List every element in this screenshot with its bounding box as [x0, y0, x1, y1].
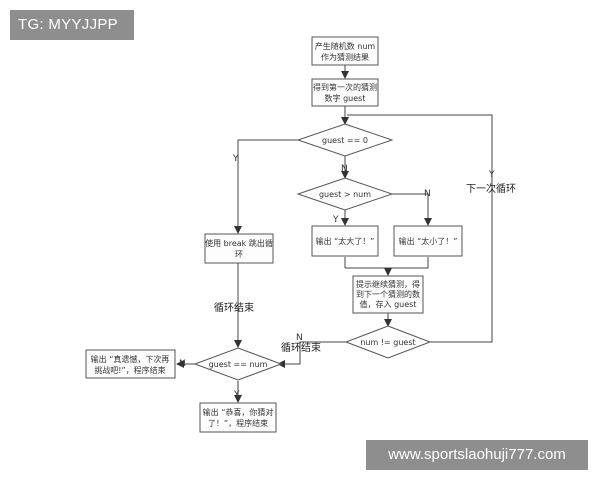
- start-node: [311, 36, 379, 66]
- exit-node: [85, 349, 176, 379]
- break-label-1: 使用 break 跳出循: [205, 238, 273, 248]
- greater-no-label: N: [424, 189, 431, 199]
- out-big-label: 输出 “太大了！”: [316, 236, 375, 246]
- prompt-label-2: 到下一个猜测的数: [356, 289, 420, 299]
- win-label-1: 输出 “恭喜，你猜对: [203, 407, 274, 417]
- node-labels: 产生随机数 num 作为猜测结果 得到第一次的猜测 数字 guest guest…: [91, 41, 458, 428]
- cond-ne-label: num != guest: [360, 338, 415, 347]
- prompt-label-1: 提示继续猜测，得: [356, 279, 420, 289]
- eq-no-label: N: [179, 359, 186, 369]
- zero-no-label: N: [341, 164, 348, 174]
- edge-greater-no: [391, 193, 432, 226]
- first-guess-node: [311, 78, 379, 107]
- out-small-label: 输出 “太小了！”: [399, 236, 458, 246]
- cond-greater-diamond: [296, 177, 394, 211]
- exit-label-1: 输出 “真遗憾，下次再: [91, 354, 170, 364]
- prompt-node: [352, 275, 424, 314]
- loop-end-right-label: 循环结束: [281, 341, 321, 354]
- win-node: [199, 402, 277, 433]
- cond-greater-label: guest > num: [319, 190, 371, 199]
- edge-small-merge: [345, 257, 429, 269]
- nodes: [85, 36, 463, 433]
- watermark: www.sportslaohuji777.com: [366, 440, 588, 470]
- out-small-node: [393, 225, 463, 257]
- eq-yes-label: Y: [233, 390, 240, 400]
- start-label-1: 产生随机数 num: [315, 41, 376, 51]
- cond-eq-diamond: [193, 347, 283, 381]
- out-big-node: [311, 225, 379, 257]
- connectors: [176, 65, 493, 403]
- channel-tag: TG: MYYJJPP: [10, 10, 134, 40]
- edge-labels: Y N Y N Y 下一次循环 循环结束 N 循环结束 N Y: [179, 154, 516, 400]
- start-label-2: 作为猜测结果: [321, 52, 369, 62]
- ne-yes-label: Y: [488, 170, 495, 180]
- loop-end-left-label: 循环结束: [214, 301, 254, 314]
- next-loop-label: 下一次循环: [466, 182, 516, 195]
- exit-label-2: 挑战吧!”，程序结束: [94, 365, 165, 375]
- edge-cond-zero-yes: [234, 139, 300, 234]
- first-guess-label-1: 得到第一次的猜测: [313, 82, 377, 92]
- edge-cond-ne-no: [277, 341, 347, 368]
- win-label-2: 了！”，程序结束: [208, 418, 268, 428]
- zero-yes-label: Y: [232, 154, 239, 164]
- break-node: [204, 233, 274, 264]
- break-label-2: 环: [235, 250, 243, 259]
- cond-zero-label: guest == 0: [322, 136, 368, 145]
- first-guess-label-2: 数字 guest: [325, 93, 366, 103]
- cond-eq-label: guest == num: [209, 360, 268, 369]
- edge-cond-ne-yes-loop: [347, 114, 493, 343]
- prompt-label-3: 值，存入 guest: [360, 299, 417, 309]
- cond-ne-diamond: [344, 325, 432, 359]
- cond-zero-diamond: [296, 123, 394, 157]
- ne-no-label: N: [296, 333, 303, 343]
- greater-yes-label: Y: [332, 215, 339, 225]
